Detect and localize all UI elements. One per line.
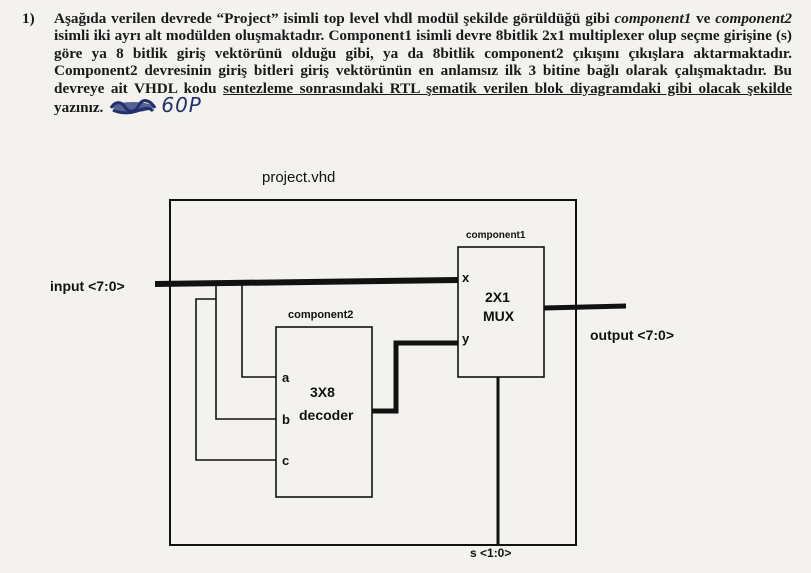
output-bus (543, 303, 627, 311)
underlined-requirement: sentezleme sonrasındaki RTL şematik veri… (223, 79, 792, 97)
wire-input-to-c (195, 298, 276, 461)
component1-box (457, 246, 545, 378)
input-label: input <7:0> (50, 278, 125, 294)
question-text-part1: Aşağıda verilen devrede “Project” isimli… (54, 10, 615, 27)
ink-scribble-icon (110, 99, 157, 115)
component1-line1: 2X1 (485, 289, 510, 305)
component2-port-c: c (282, 453, 289, 468)
component1-name: component1 (466, 230, 526, 241)
question-text-part3: isimli iki ayrı alt modülden oluşmaktadı… (54, 27, 792, 97)
component1-line2: MUX (483, 308, 515, 324)
component2-port-b: b (282, 412, 290, 427)
component2-italic: component2 (715, 10, 792, 27)
input-bus (154, 277, 459, 287)
question-text-part2: ve (691, 10, 716, 27)
output-label: output <7:0> (590, 327, 674, 343)
diagram-title: project.vhd (262, 169, 335, 186)
question-block: 1) Aşağıda verilen devrede “Project” isi… (22, 10, 792, 116)
component1-port-y: y (462, 331, 470, 346)
handwritten-points: 60P (161, 93, 202, 118)
component1-italic: component1 (614, 10, 692, 27)
wire-input-to-b (215, 283, 276, 420)
component1-port-x: x (462, 270, 470, 285)
project-box (169, 199, 577, 546)
question-text: Aşağıda verilen devrede “Project” isimli… (54, 10, 792, 116)
component2-name: component2 (288, 309, 353, 321)
wire-input-to-a (241, 282, 276, 378)
select-label: s <1:0> (470, 546, 511, 560)
question-text-part4: yazınız. (54, 99, 104, 117)
decoder-to-mux-bus (372, 340, 458, 414)
question-number: 1) (22, 10, 35, 27)
component2-line2: decoder (299, 407, 354, 423)
component2-port-a: a (282, 370, 290, 385)
component2-line1: 3X8 (310, 384, 335, 400)
